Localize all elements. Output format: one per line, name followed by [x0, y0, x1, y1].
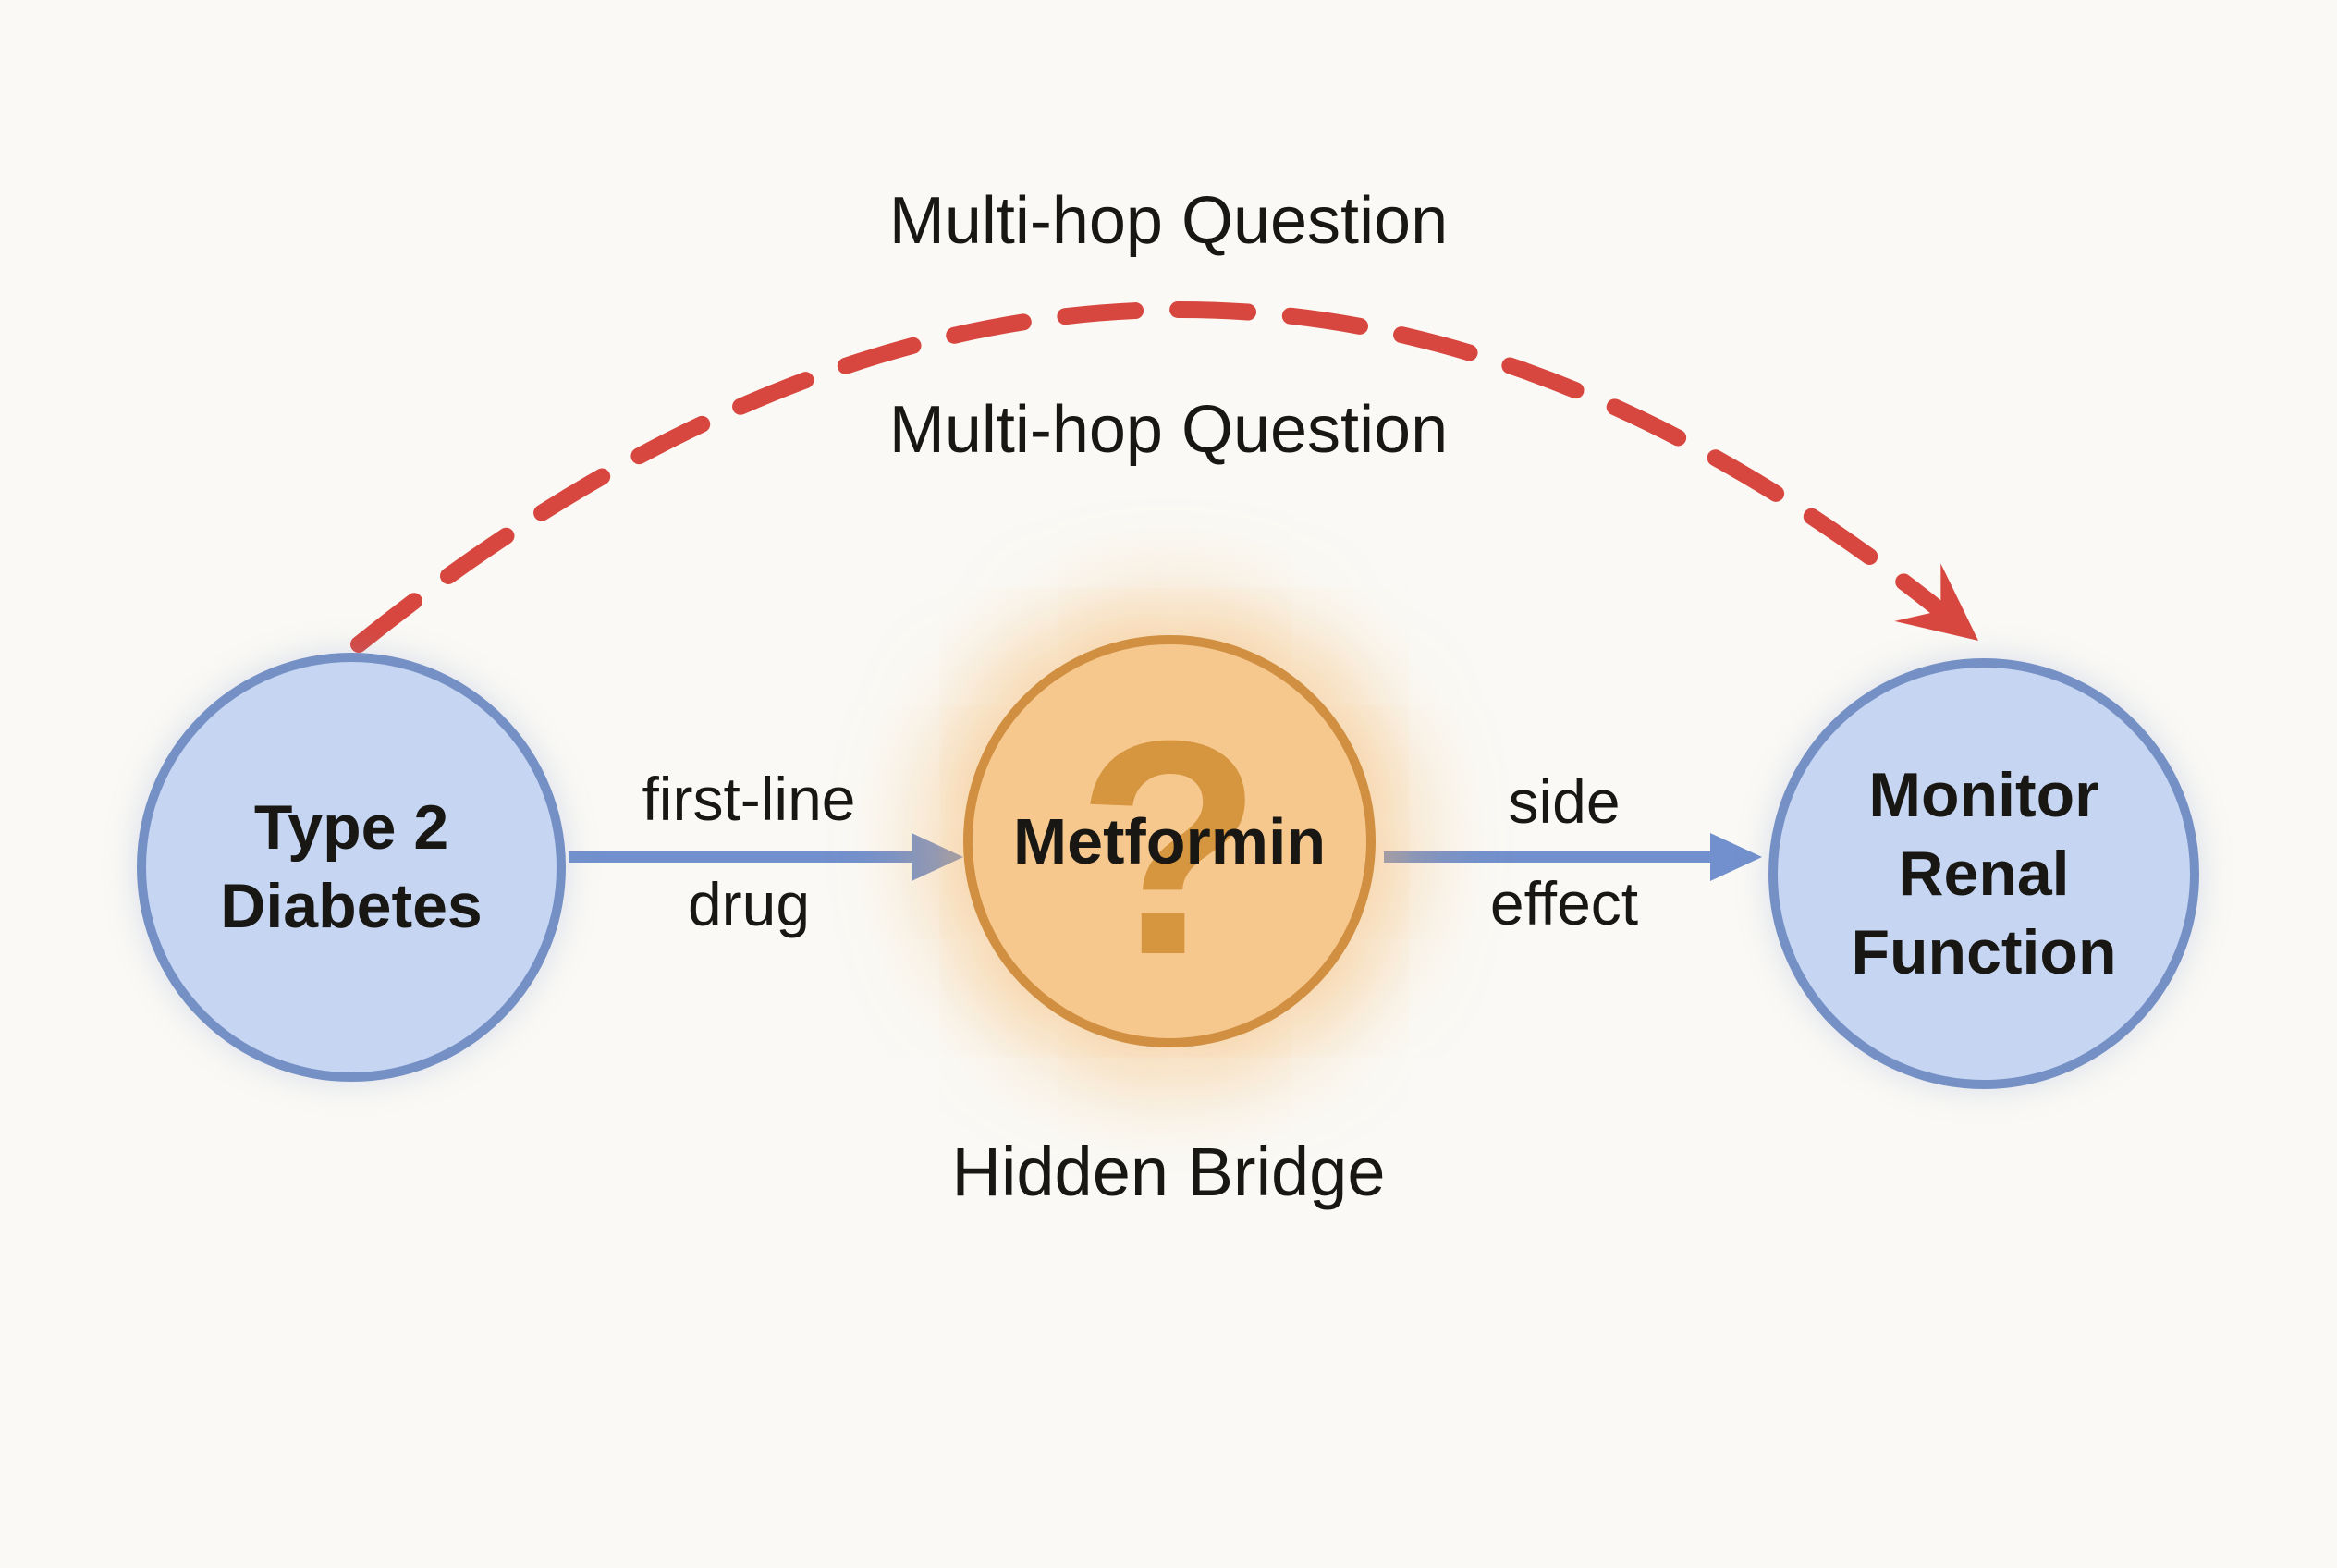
- node-type-2-diabetes-label: Type 2 Diabetes: [220, 789, 482, 946]
- question-mark-watermark: ?: [1076, 677, 1263, 1018]
- node-label-line: Type 2: [253, 792, 449, 863]
- node-metformin: ? Metformin: [963, 635, 1376, 1047]
- multi-hop-question-label-top: Multi-hop Question: [888, 184, 1449, 258]
- node-label-line: Monitor: [1868, 759, 2099, 830]
- node-metformin-label: Metformin: [1012, 804, 1327, 877]
- edge-label-first-line: first-line: [642, 765, 856, 833]
- hidden-bridge-label: Hidden Bridge: [951, 1133, 1386, 1210]
- multi-hop-question-label-inner: Multi-hop Question: [888, 393, 1449, 467]
- node-label-line: Diabetes: [220, 871, 483, 941]
- node-type-2-diabetes: Type 2 Diabetes: [137, 653, 566, 1082]
- edge-label-effect: effect: [1489, 869, 1639, 937]
- node-label-line: Function: [1851, 916, 2117, 987]
- edge-label-side: side: [1508, 767, 1621, 836]
- node-label-line: Renal: [1898, 838, 2070, 909]
- node-monitor-renal-function-label: Monitor Renal Function: [1851, 756, 2116, 992]
- multi-hop-arc-arrowhead-icon: [1894, 563, 1978, 641]
- edge-label-drug: drug: [687, 870, 811, 938]
- multi-hop-dashed-arc: [350, 301, 1946, 653]
- node-monitor-renal-function: Monitor Renal Function: [1768, 658, 2199, 1089]
